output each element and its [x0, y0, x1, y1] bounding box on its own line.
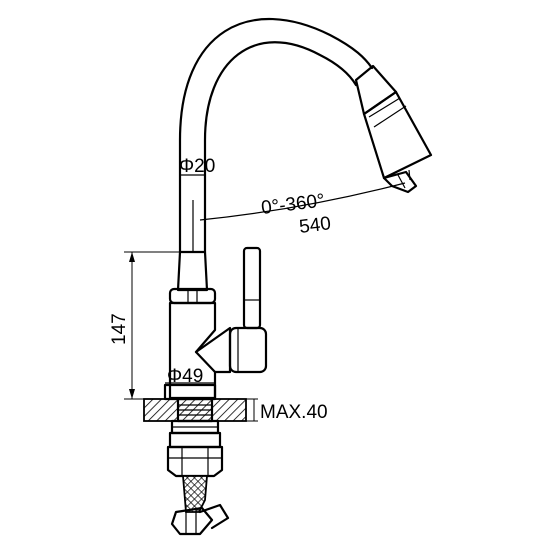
reach-label: 540 [298, 213, 332, 238]
lever-handle [228, 246, 268, 374]
hose-diameter-label: Φ20 [179, 156, 215, 177]
rotation-arc [192, 182, 406, 252]
gooseneck-hose [178, 18, 374, 254]
body-height-label: 147 [109, 313, 130, 345]
max-thickness-label: MAX.40 [260, 402, 328, 423]
dimension-max-thickness [246, 398, 258, 422]
spray-head [354, 64, 433, 194]
base-diameter-label: Φ49 [167, 366, 203, 387]
mounting-nut [166, 431, 224, 478]
base-mount [143, 382, 247, 435]
dimension-147 [124, 251, 180, 400]
supply-hose [170, 475, 230, 536]
